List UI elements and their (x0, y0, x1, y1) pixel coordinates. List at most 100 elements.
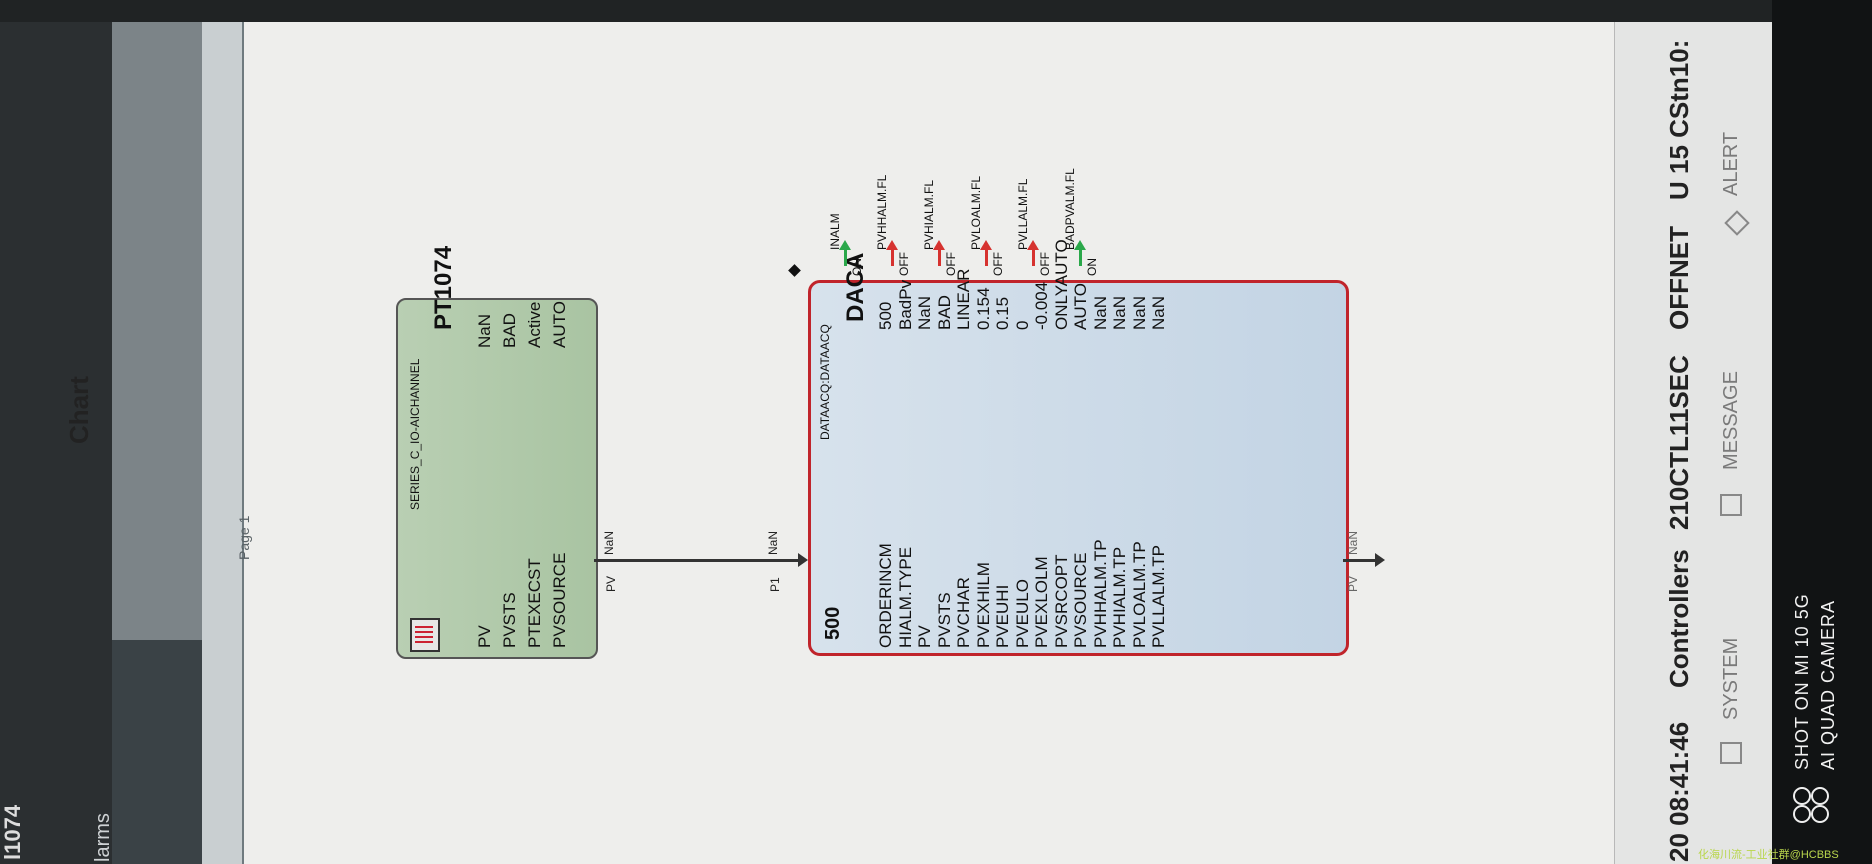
alarm-arrow-stem (1032, 250, 1035, 266)
block2-param-value: NaN (1090, 295, 1110, 330)
alarm-state: OFF (1038, 252, 1052, 276)
alarm-arrow-icon (886, 240, 898, 250)
block1-out-value: NaN (602, 530, 616, 555)
title-bar-strip (0, 22, 112, 864)
status-controllers: Controllers (1664, 549, 1694, 688)
alarm-name[interactable]: PVLLALM.FL (1016, 178, 1030, 250)
ai-channel-block[interactable] (396, 298, 598, 659)
block2-param-value: ONLYAUTO (1051, 239, 1071, 330)
alarm-state: OFF (991, 252, 1005, 276)
camera-watermark-line2: AI QUAD CAMERA (1818, 599, 1838, 770)
nav-system[interactable]: SYSTEM (1720, 637, 1742, 720)
block1-param-label: PV (475, 625, 494, 648)
block2-param-label: PVHIALM.TP (1110, 546, 1129, 648)
alarm-name[interactable]: BADPVALM.FL (1063, 168, 1077, 250)
alarms-tab-strip[interactable] (112, 640, 202, 864)
monitor-bezel-right (1772, 0, 1872, 864)
message-icon (1720, 494, 1742, 516)
status-footer (1614, 22, 1773, 864)
alarm-arrow-icon (980, 240, 992, 250)
block2-param-value: 0.15 (993, 296, 1012, 330)
block2-param-value: 0 (1012, 320, 1032, 330)
forum-watermark: 化海川流-工业社群@HCBBS (1698, 849, 1839, 861)
block2-param-label: PVEXLOLM (1032, 556, 1051, 648)
block2-param-label: PVEUHI (993, 584, 1012, 648)
ai-channel-icon (410, 618, 440, 652)
block2-param-value: NaN (915, 295, 934, 330)
alarm-arrow-stem (1079, 250, 1082, 266)
block1-param-value: AUTO (550, 301, 569, 348)
block2-param-value: LINEAR (954, 268, 973, 330)
block2-in-value: NaN (766, 530, 780, 555)
block2-param-label: HIALM.TYPE (895, 546, 915, 648)
block2-in-pin: P1 (768, 577, 782, 592)
block2-param-value: NaN (1110, 295, 1129, 330)
block2-param-label: PVSTS (934, 592, 954, 648)
connection-wire[interactable] (594, 559, 798, 562)
block2-param-label: PVEULO (1012, 579, 1032, 648)
block2-param-label: PVLOALM.TP (1129, 541, 1149, 648)
block2-param-value: BAD (934, 295, 954, 330)
block2-param-label: PVSRCOPT (1051, 554, 1071, 648)
block1-param-label: PVSTS (500, 592, 519, 648)
wire-arrow-icon (798, 553, 808, 567)
alarm-arrow-stem (891, 250, 894, 266)
block1-param-value: Active (525, 301, 544, 348)
page-divider (202, 22, 244, 864)
alarm-arrow-stem (938, 250, 941, 266)
alarm-state: OFF (944, 252, 958, 276)
output-arrow-icon (1375, 553, 1385, 567)
status-unit: U 15 CStn10: (1664, 39, 1694, 200)
status-network: OFFNET (1664, 226, 1694, 330)
alarm-name[interactable]: INALM (828, 213, 842, 250)
block2-param-value: NaN (1149, 295, 1168, 330)
alarm-arrow-icon (933, 240, 945, 250)
block2-param-value: -0.004 (1032, 281, 1051, 330)
block2-out-value: NaN (1346, 530, 1360, 555)
block2-param-label: PVEXHILM (973, 562, 993, 648)
alarm-name[interactable]: PVHHALM.FL (875, 174, 889, 250)
tab-alarms[interactable]: larms (92, 813, 114, 862)
data-acq-block[interactable] (808, 280, 1349, 656)
camera-watermark-line1: SHOT ON MI 10 5G (1792, 593, 1812, 770)
block2-param-label: PVSOURCE (1071, 552, 1090, 648)
block1-name: PT1074 (430, 245, 457, 330)
alarm-state: OFF (897, 252, 911, 276)
monitor-bezel-top (0, 0, 1872, 22)
block2-param-value: 0.154 (973, 287, 993, 330)
block1-param-label: PTEXECST (525, 558, 544, 648)
block1-param-label: PVSOURCE (550, 552, 569, 648)
alarm-name[interactable]: PVLOALM.FL (969, 175, 983, 250)
block2-param-value: AUTO (1071, 283, 1090, 330)
nav-alert[interactable]: ALERT (1720, 131, 1742, 196)
block1-param-value: NaN (475, 313, 494, 348)
block1-type: SERIES_C_IO-AICHANNEL (408, 358, 422, 510)
block2-param-value: 500 (876, 301, 895, 330)
alarm-arrow-icon (1027, 240, 1039, 250)
system-icon (1720, 742, 1742, 764)
block1-out-pin: PV (604, 575, 618, 592)
block2-out-pin: PV (1346, 575, 1360, 592)
status-controller-name: 210CTL11SEC (1664, 355, 1694, 530)
block2-param-label: PVCHAR (954, 577, 973, 648)
page-title: Chart (64, 376, 94, 444)
block2-param-label: PV (915, 625, 934, 648)
page-number: Page 1 (236, 515, 252, 560)
output-wire[interactable] (1343, 559, 1375, 562)
block2-type: DATAACQ:DATAACQ (818, 324, 832, 440)
window-tag-fragment: l1074 (0, 804, 25, 860)
alarm-name[interactable]: PVHIALM.FL (922, 179, 936, 250)
block2-order: 500 (822, 606, 844, 640)
alarm-arrow-icon (1074, 240, 1086, 250)
block2-param-label: ORDERINCM (876, 543, 895, 648)
block1-param-value: BAD (500, 313, 519, 348)
alarm-arrow-stem (844, 250, 847, 266)
block2-param-value: BadPv (895, 279, 915, 330)
block2-param-label: PVLLALM.TP (1149, 545, 1168, 648)
alarm-state: ON (1085, 258, 1099, 276)
block2-param-value: NaN (1129, 295, 1149, 330)
camera-logo-icon (1792, 786, 1832, 826)
nav-message[interactable]: MESSAGE (1720, 371, 1742, 470)
alarm-arrow-stem (985, 250, 988, 266)
alarm-state: ON (850, 258, 864, 276)
